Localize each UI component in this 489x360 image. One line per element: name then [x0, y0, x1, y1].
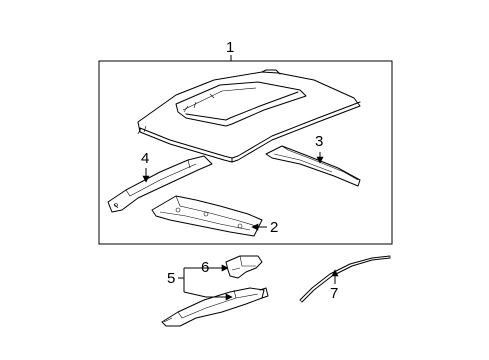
part-3-side-rail [265, 145, 361, 187]
part-7-molding [299, 255, 391, 303]
part-5-reinforcement [161, 287, 269, 327]
callout-1: 1 [226, 39, 234, 56]
part-2-roof-bow [151, 195, 263, 237]
leader-5-bracket [178, 267, 207, 298]
assembly-frame [98, 60, 393, 245]
part-4-front-header [107, 155, 213, 213]
roof-panel [137, 69, 361, 163]
callout-5: 5 [167, 270, 175, 287]
callout-7: 7 [330, 285, 338, 302]
callout-6: 6 [201, 259, 209, 276]
callout-4: 4 [141, 150, 149, 167]
callout-3: 3 [315, 133, 323, 150]
part-6-bracket [225, 255, 263, 279]
callout-2: 2 [270, 219, 278, 236]
